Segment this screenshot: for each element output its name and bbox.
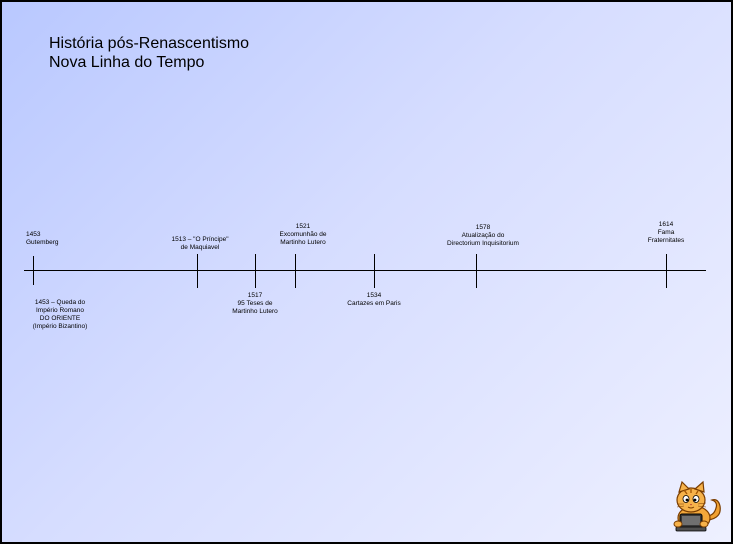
tick-1453 xyxy=(33,256,34,285)
tick-1521 xyxy=(295,254,296,288)
timeline-axis xyxy=(24,270,706,271)
slide-title: História pós-Renascentismo Nova Linha do… xyxy=(49,34,249,72)
tick-1513 xyxy=(197,254,198,288)
title-line-1: História pós-Renascentismo xyxy=(49,35,250,52)
tick-1614 xyxy=(666,254,667,288)
tick-1578 xyxy=(476,254,477,288)
event-label-principe: 1513 – "O Príncipe"de Maquiavel xyxy=(171,236,229,251)
cat-with-laptop-icon xyxy=(673,480,721,532)
tick-1534 xyxy=(374,254,375,288)
tick-1517 xyxy=(255,254,256,288)
title-line-2: Nova Linha do Tempo xyxy=(49,54,205,71)
